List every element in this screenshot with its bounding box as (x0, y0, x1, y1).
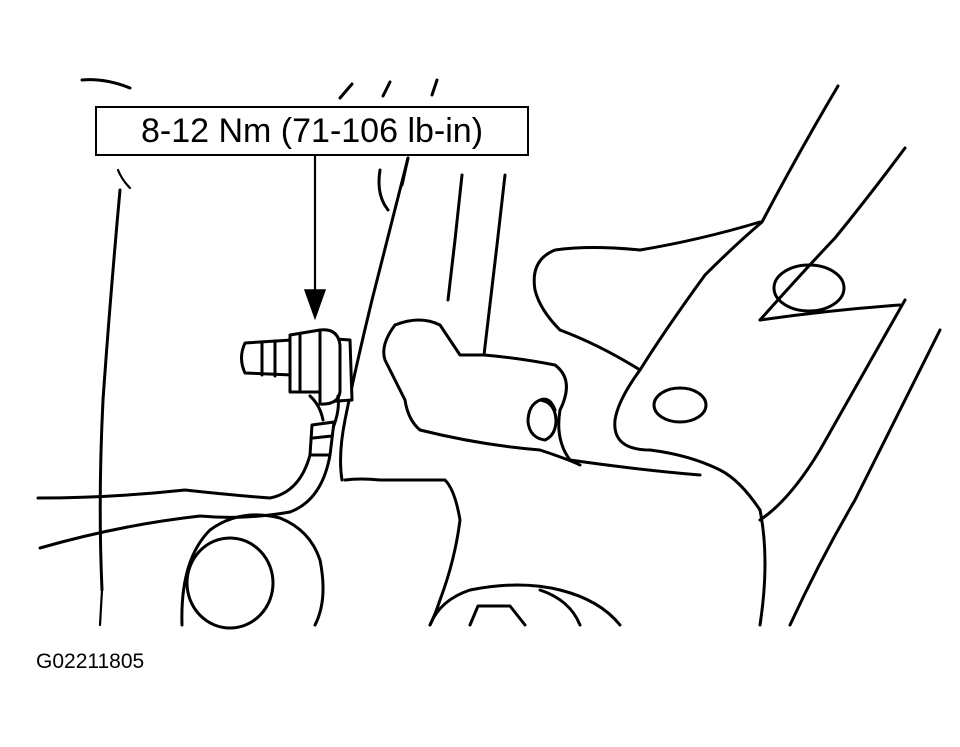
knock-sensor (240, 328, 354, 406)
engine-housing-left (98, 156, 507, 592)
torque-spec-callout: 8-12 Nm (71-106 lb-in) (95, 106, 529, 156)
mounting-bracket (613, 84, 942, 627)
round-boss (180, 513, 325, 630)
housing-top-arcs (80, 78, 439, 212)
figure-id-label: G02211805 (36, 650, 145, 673)
cylinder-block (343, 220, 762, 627)
torque-leader-arrow (303, 154, 327, 321)
sensor-wire (36, 394, 340, 550)
diagram-bottom-edge (98, 588, 104, 627)
lower-bolt (428, 583, 622, 627)
torque-spec-label: 8-12 Nm (71-106 lb-in) (140, 112, 484, 150)
